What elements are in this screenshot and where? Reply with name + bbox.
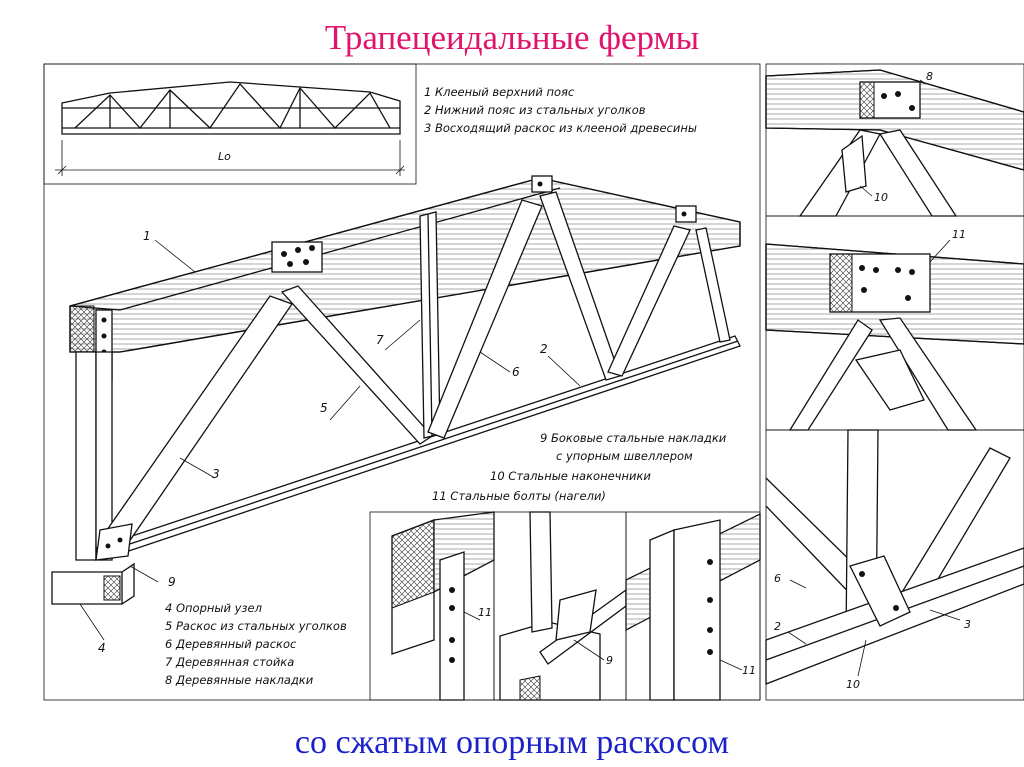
detail-top-right: 8 10 (765, 63, 1024, 217)
detail-tr-callout-10: 10 (874, 191, 888, 204)
legend-item-8: 8 Деревянные накладки (165, 673, 314, 687)
support-block (51, 562, 135, 605)
legend-item-1: 1 Клееный верхний пояс (424, 85, 575, 99)
detail-brr-callout-6: 6 (774, 572, 781, 585)
callout-7: 7 (376, 333, 384, 347)
detail-brr-callout-10: 10 (846, 678, 860, 691)
detail-bottom-right: 6 2 3 10 (765, 429, 1024, 701)
detail-mr-callout-11: 11 (952, 228, 966, 241)
legend-top: 1 Клееный верхний пояс 2 Нижний пояс из … (424, 85, 697, 135)
detail-bl-callout-11: 11 (478, 606, 492, 619)
detail-bottom-center: 9 (493, 511, 627, 701)
detail-tr-callout-8: 8 (926, 70, 933, 83)
callout-1: 1 (143, 229, 151, 243)
main-callouts: 1 2 3 4 5 6 7 9 (79, 229, 581, 655)
legend-item-9: 9 Боковые стальные накладки (540, 431, 727, 445)
detail-brr-callout-2: 2 (774, 620, 781, 633)
legend-item-6: 6 Деревянный раскос (165, 637, 297, 651)
main-truss (51, 175, 741, 605)
slide-title: Трапецеидальные фермы (324, 18, 700, 57)
legend-item-9-cont: с упорным швеллером (556, 449, 693, 463)
detail-bottom-right-inner: 11 (625, 511, 761, 701)
truss-elevation-inset: Lо (43, 63, 417, 185)
legend-bottom: 4 Опорный узел 5 Раскос из стальных угол… (165, 601, 347, 687)
legend-mid: 9 Боковые стальные накладки с упорным шв… (432, 431, 727, 503)
legend-item-10: 10 Стальные наконечники (490, 469, 651, 483)
slide-subtitle: со сжатым опорным раскосом (294, 724, 730, 761)
detail-bc-callout-9: 9 (606, 654, 613, 667)
legend-item-2: 2 Нижний пояс из стальных уголков (424, 103, 646, 117)
span-label: Lо (218, 150, 231, 163)
detail-brr-callout-3: 3 (964, 618, 971, 631)
legend-item-11: 11 Стальные болты (нагели) (432, 489, 606, 503)
legend-item-5: 5 Раскос из стальных уголков (165, 619, 347, 633)
callout-3: 3 (212, 467, 220, 481)
callout-2: 2 (540, 342, 548, 356)
legend-item-7: 7 Деревянная стойка (165, 655, 294, 669)
legend-item-4: 4 Опорный узел (165, 601, 263, 615)
callout-5: 5 (320, 401, 328, 415)
detail-mid-right: 11 (765, 215, 1024, 431)
legend-item-3: 3 Восходящий раскос из клееной древесины (424, 121, 697, 135)
callout-9: 9 (168, 575, 176, 589)
callout-4: 4 (98, 641, 106, 655)
detail-bottom-left: 11 (369, 511, 495, 701)
detail-br-callout-11: 11 (742, 664, 756, 677)
callout-6: 6 (512, 365, 520, 379)
